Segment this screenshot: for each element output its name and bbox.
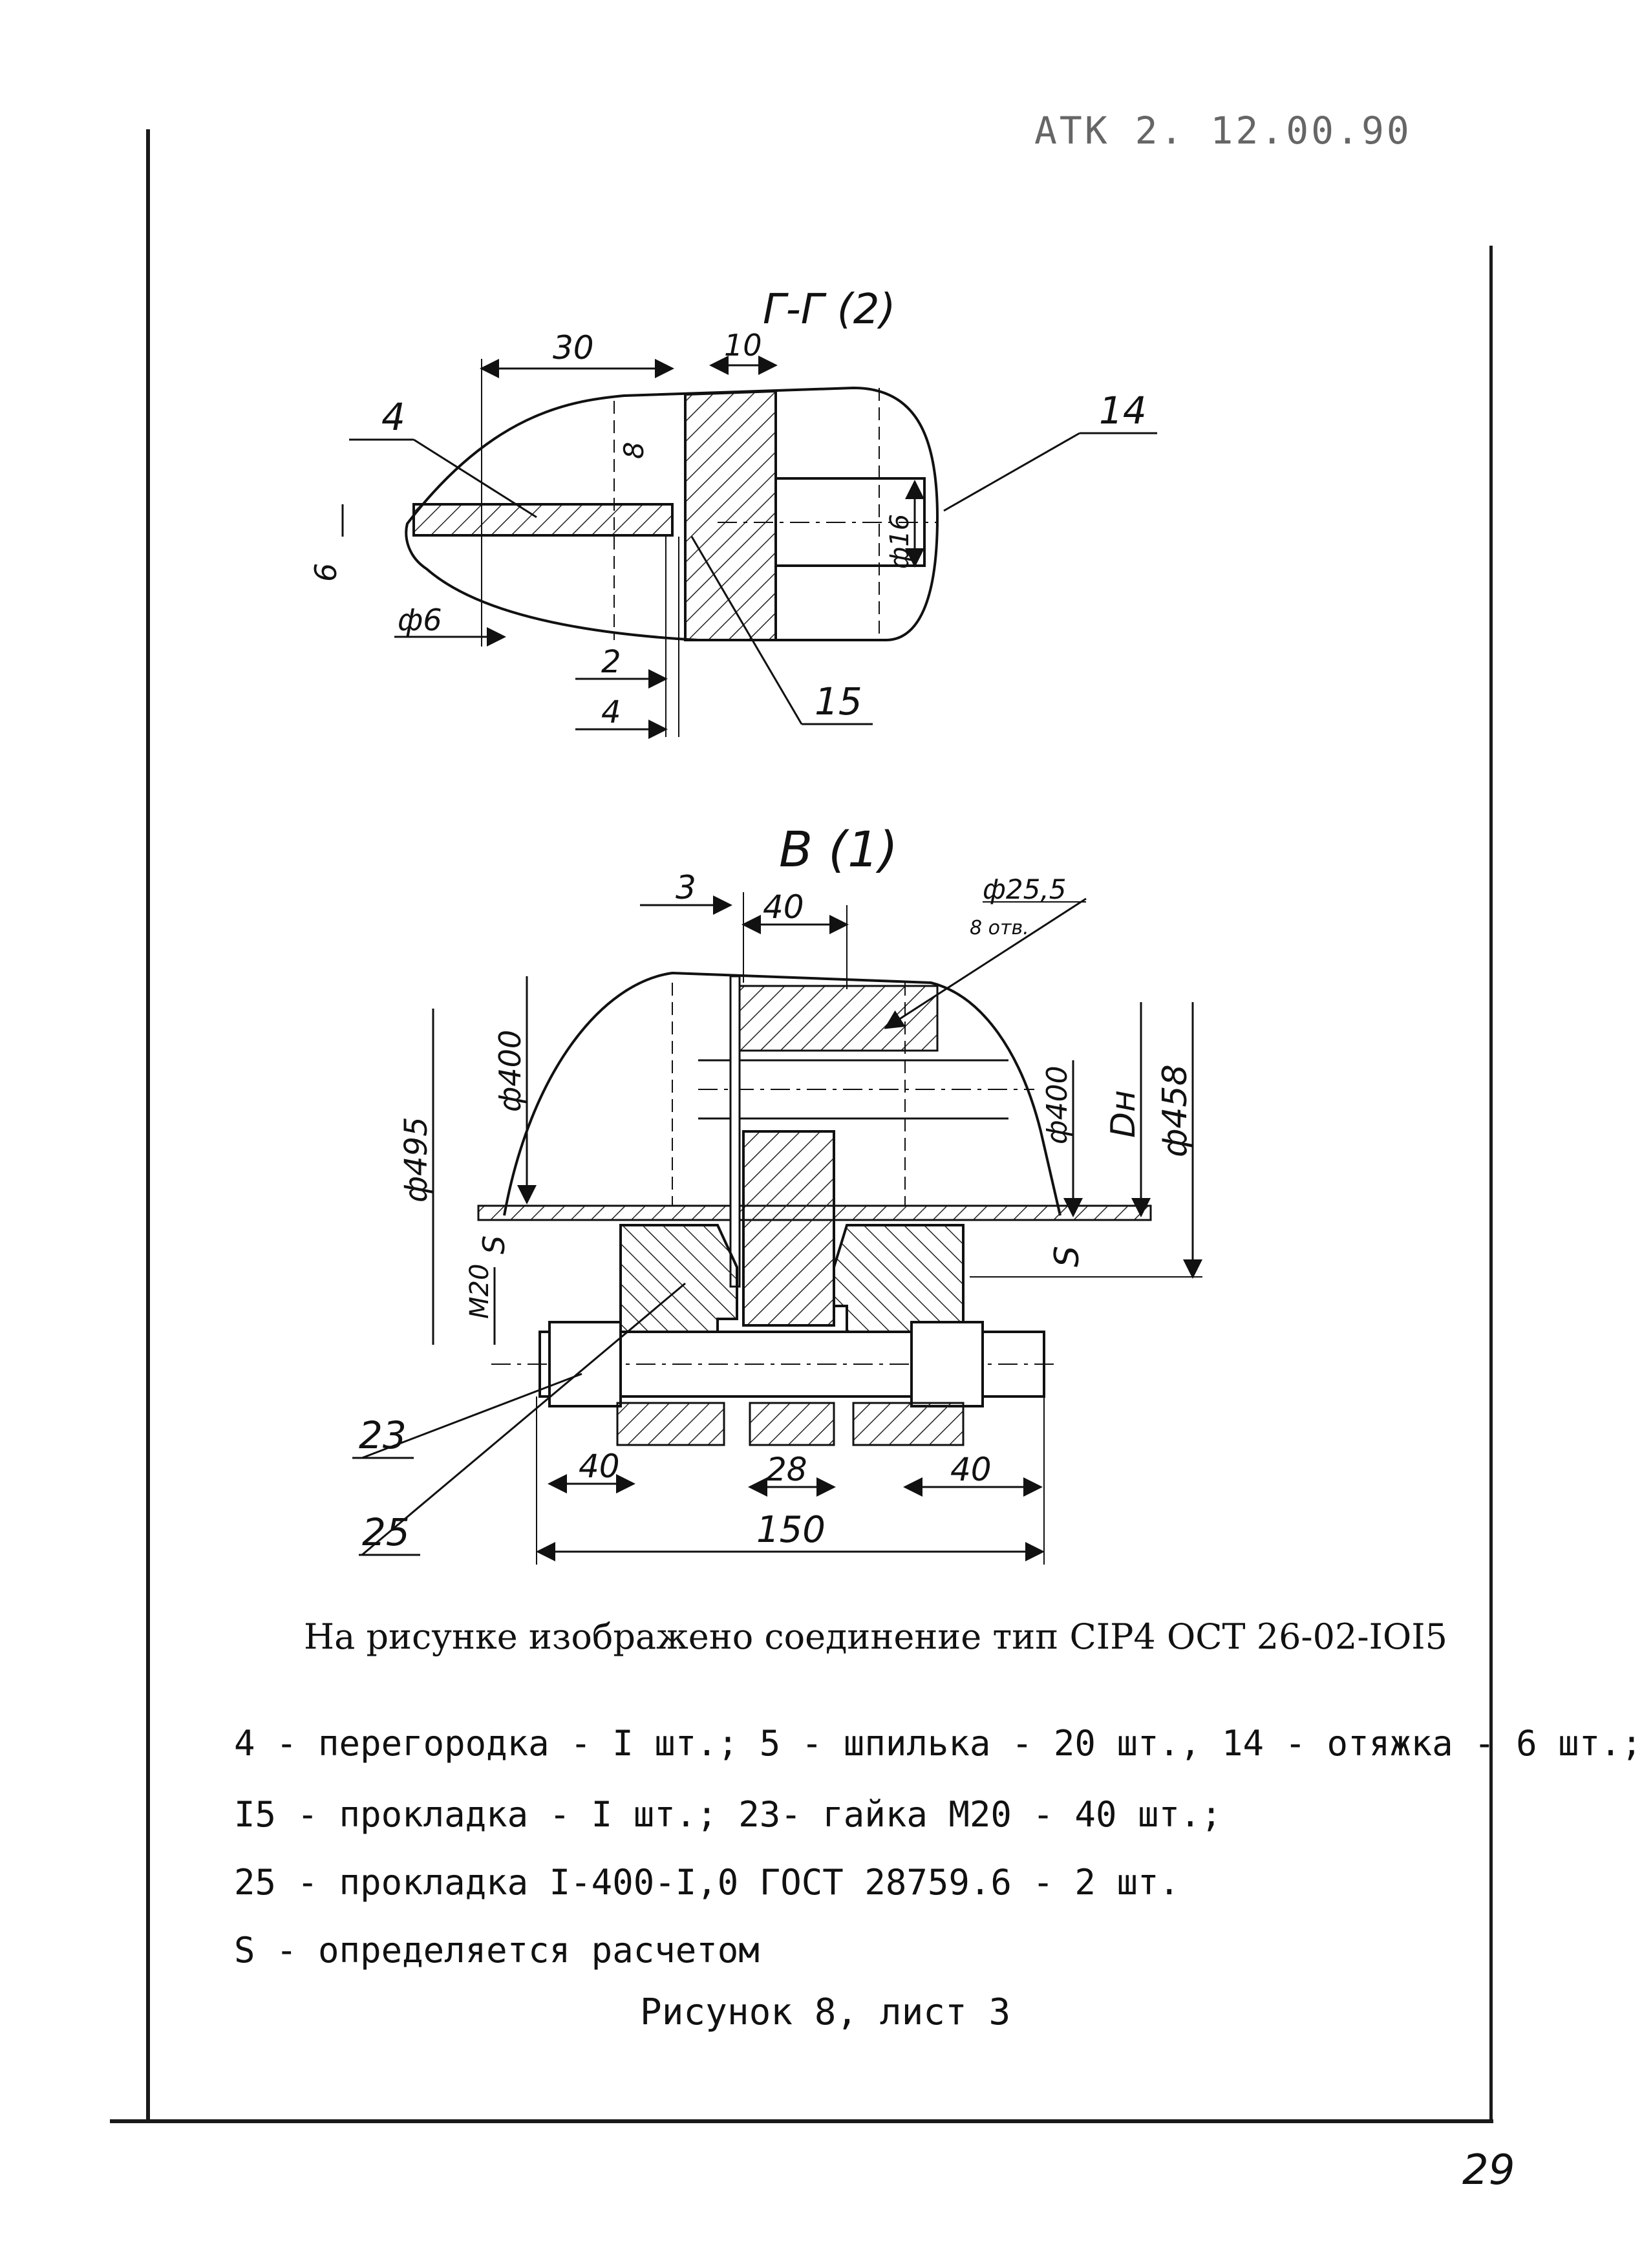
leader-line — [413, 438, 537, 519]
section-gg-outline — [405, 386, 939, 641]
view-b: В (1) 3 40 — [352, 820, 1202, 1565]
view-b-title: В (1) — [779, 820, 898, 878]
leader-line — [361, 1373, 582, 1459]
section-gg: Г-Г (2) 30 10 8 6 ф6 ф16 2 4 — [308, 286, 1157, 739]
dim-phi6: ф6 — [398, 603, 442, 637]
nut-left — [548, 1321, 622, 1407]
dim-150: 150 — [756, 1509, 826, 1551]
dim-phi458: ф458 — [1156, 1064, 1195, 1157]
dim-8: 8 — [618, 442, 650, 459]
dim-10: 10 — [724, 328, 762, 363]
callout-23: 23 — [359, 1413, 407, 1457]
dim-3: 3 — [676, 869, 696, 906]
dim-30: 30 — [553, 329, 594, 367]
lower-partition — [749, 1402, 835, 1446]
dim-40-top: 40 — [763, 888, 804, 926]
frame-bottom-border — [110, 2119, 1493, 2123]
leader-line — [361, 1282, 686, 1556]
dim-s-right: S — [1048, 1246, 1087, 1267]
leader-line — [943, 432, 1080, 512]
technical-drawing: Г-Г (2) 30 10 8 6 ф6 ф16 2 4 — [308, 286, 1202, 1565]
dim-4: 4 — [601, 694, 621, 731]
dim-40-left: 40 — [579, 1448, 620, 1485]
leader-line — [884, 897, 1087, 1029]
document-code: АТК 2. 12.00.90 — [1034, 109, 1412, 153]
dim-hole-count: 8 отв. — [970, 917, 1029, 939]
dim-2: 2 — [601, 644, 621, 680]
frame-left-border — [146, 129, 150, 2121]
page-number: 29 — [1462, 2146, 1515, 2194]
lower-flange-left — [616, 1402, 725, 1446]
dim-m20: M20 — [465, 1264, 495, 1319]
central-partition — [742, 1130, 835, 1327]
view-b-outline — [503, 971, 1061, 1216]
dim-dn: Dн — [1104, 1090, 1143, 1138]
partition-plate — [729, 975, 741, 1288]
figure-caption: На рисунке изображено соединение тип СIР… — [304, 1616, 1447, 1657]
dim-phi495: ф495 — [398, 1117, 434, 1203]
dim-phi400-left: ф400 — [493, 1030, 528, 1112]
legend-line-1: 4 - перегородка - I шт.; 5 - шпилька - 2… — [234, 1723, 1642, 1764]
dim-28: 28 — [766, 1451, 807, 1488]
lower-flange-right — [852, 1402, 965, 1446]
partition-plate — [412, 503, 674, 537]
dim-40-right: 40 — [950, 1451, 992, 1488]
section-gg-title: Г-Г (2) — [763, 286, 895, 334]
legend-line-3: 25 - прокладка I-400-I,0 ГОСТ 28759.6 - … — [234, 1862, 1180, 1903]
legend-line-2: I5 - прокладка - I шт.; 23- гайка M20 - … — [234, 1794, 1222, 1835]
callout-15: 15 — [815, 679, 862, 723]
left-flange — [619, 1224, 738, 1333]
dim-phi16: ф16 — [885, 514, 915, 569]
leader-line — [690, 536, 803, 725]
callout-25: 25 — [362, 1510, 410, 1554]
callout-14: 14 — [1099, 389, 1147, 433]
dim-phi400-right: ф400 — [1041, 1065, 1074, 1144]
callout-4: 4 — [381, 395, 405, 439]
flange-body — [684, 389, 777, 641]
dim-s-left: S — [476, 1236, 511, 1254]
hole-wall — [729, 985, 939, 1052]
legend-line-4: S - определяется расчетом — [234, 1930, 760, 1971]
dim-hole: ф25,5 — [983, 873, 1066, 905]
nut-right — [910, 1321, 984, 1407]
right-flange — [833, 1224, 965, 1333]
figure-label: Рисунок 8, лист 3 — [640, 1991, 1011, 2033]
frame-right-border — [1489, 246, 1493, 2121]
dim-6: 6 — [308, 563, 343, 582]
